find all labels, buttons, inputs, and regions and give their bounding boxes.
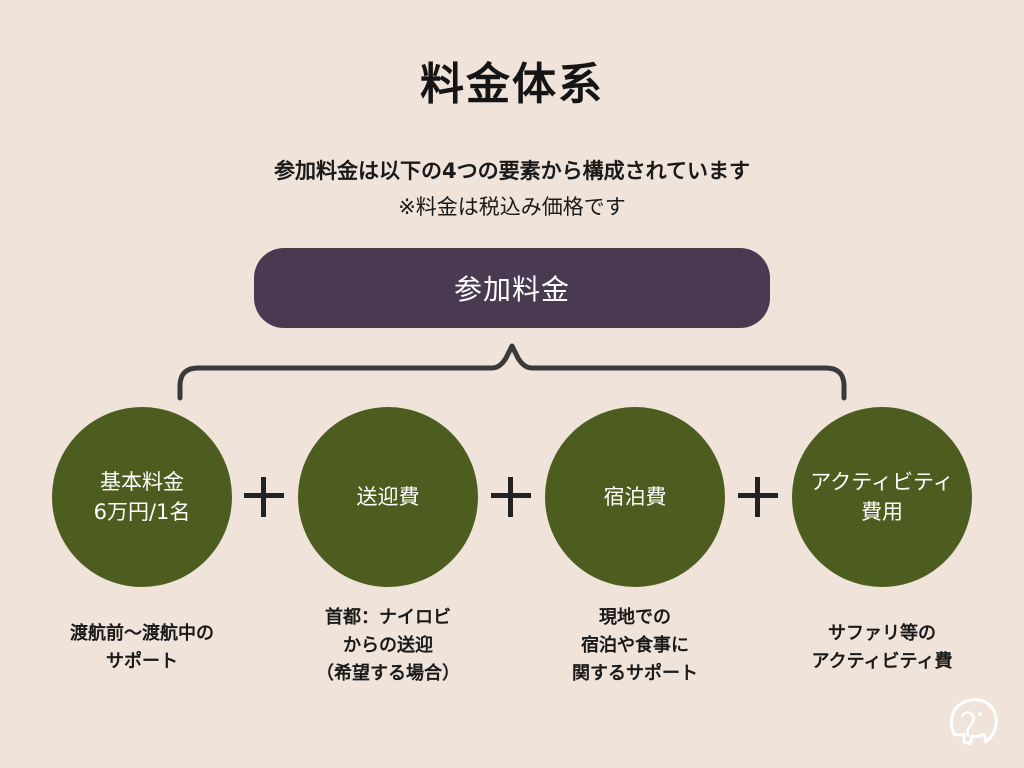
description-line: アクティビティ費	[811, 650, 953, 672]
component-activity-fee-line1: アクティビティ	[810, 469, 954, 494]
tax-note: ※料金は税込み価格です	[398, 195, 626, 219]
description-line: 宿泊や食事に	[581, 634, 689, 656]
component-transfer-fee: 送迎費	[298, 407, 478, 587]
description-line: 渡航前〜渡航中の	[70, 623, 214, 644]
component-basic-fee: 基本料金 6万円/1名	[52, 407, 232, 587]
description-line: 関するサポート	[572, 662, 698, 684]
description-line: サポート	[106, 650, 178, 672]
brace-path	[177, 343, 847, 401]
description-line: サファリ等の	[828, 623, 936, 644]
description-line: 現地での	[599, 607, 671, 628]
page-title: 料金体系	[420, 59, 604, 110]
component-basic-fee-line1: 基本料金	[100, 469, 184, 494]
total-fee-label: 参加料金	[453, 273, 570, 306]
plus-icon	[728, 467, 788, 527]
description-line: からの送迎	[343, 634, 433, 656]
elephant-logo-icon	[949, 698, 998, 746]
description-basic-fee: 渡航前〜渡航中の サポート	[22, 620, 262, 676]
subtitle: 参加料金は以下の4つの要素から構成されています	[274, 159, 750, 183]
plus-icon	[234, 467, 294, 527]
component-activity-fee: アクティビティ 費用	[792, 407, 972, 587]
component-basic-fee-line2: 6万円/1名	[93, 500, 191, 524]
description-line: （希望する場合）	[316, 662, 460, 684]
total-fee-pill: 参加料金	[254, 248, 770, 328]
component-transfer-fee-line1: 送迎費	[356, 484, 420, 509]
plus-icon	[481, 467, 541, 527]
component-activity-fee-line2: 費用	[861, 500, 903, 524]
component-lodging-fee-line1: 宿泊費	[603, 484, 667, 509]
description-line: 首都：ナイロビ	[325, 607, 451, 628]
description-lodging-fee: 現地での 宿泊や食事に 関するサポート	[515, 604, 755, 688]
description-activity-fee: サファリ等の アクティビティ費	[762, 620, 1002, 676]
description-transfer-fee: 首都：ナイロビ からの送迎 （希望する場合）	[268, 604, 508, 688]
component-lodging-fee: 宿泊費	[545, 407, 725, 587]
